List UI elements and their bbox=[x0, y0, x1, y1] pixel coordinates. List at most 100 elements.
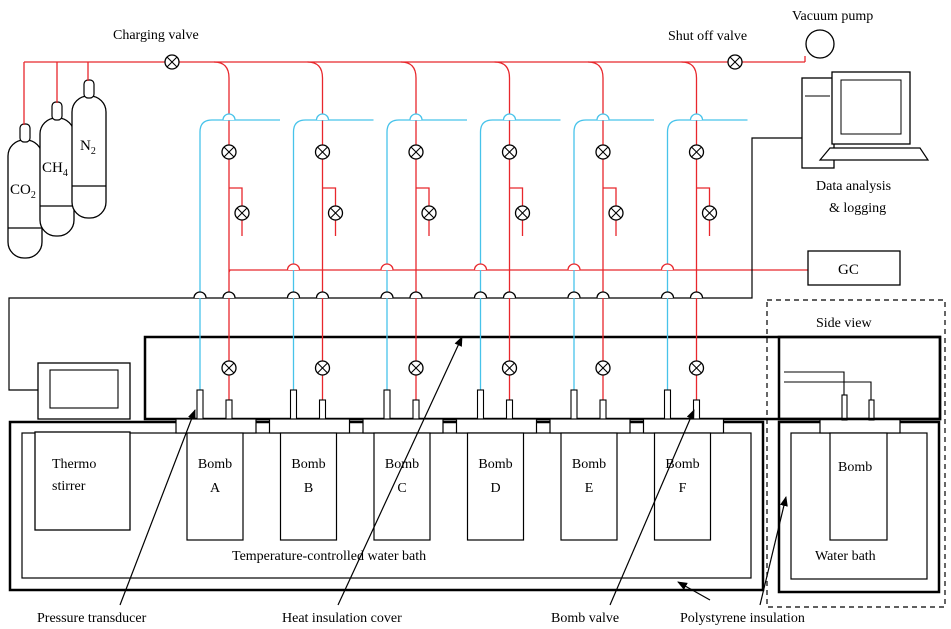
side-view-title: Side view bbox=[816, 316, 872, 331]
bomb-E-flange bbox=[549, 418, 631, 434]
bomb-E-word: Bomb bbox=[572, 457, 606, 472]
cylinder-co2-formula: CO bbox=[10, 182, 31, 198]
bomb-E-body bbox=[560, 432, 618, 541]
vacuum-pump-label: Vacuum pump bbox=[792, 9, 873, 24]
bomb-C-word: Bomb bbox=[385, 457, 419, 472]
bomb-F-upper-valve-icon bbox=[688, 144, 705, 160]
gc-sampling-connections bbox=[286, 263, 675, 271]
bomb-E-pressure-transducer bbox=[570, 389, 578, 421]
cylinder-n2: N2 bbox=[71, 79, 107, 219]
side-insulation-cover bbox=[777, 335, 942, 421]
svg-text:CO2: CO2 bbox=[10, 182, 36, 201]
heat-insulation-cover-label: Heat insulation cover bbox=[282, 611, 402, 626]
svg-text:CH4: CH4 bbox=[42, 160, 68, 179]
bomb-C-upper-valve-icon bbox=[408, 144, 424, 160]
gc-label: GC bbox=[838, 262, 859, 278]
bomb-D-body bbox=[466, 432, 525, 541]
heat-insulation-cover bbox=[143, 335, 942, 421]
bomb-B-flange bbox=[268, 418, 351, 434]
thermo-stirrer-label-2: stirrer bbox=[52, 479, 86, 494]
bomb-F-body bbox=[653, 432, 712, 541]
bomb-E-valve-stem bbox=[599, 399, 607, 421]
gas-cylinders: CO2 CH4 N2 bbox=[7, 79, 107, 259]
bomb-D-letter: D bbox=[490, 481, 500, 496]
side-bomb-label: Bomb bbox=[838, 460, 872, 475]
thermo-stirrer: Thermo stirrer bbox=[34, 362, 131, 531]
bomb-A-flange bbox=[175, 418, 257, 434]
bomb-A-sampling-valve-icon bbox=[234, 205, 250, 221]
thermo-stirrer-body bbox=[34, 431, 131, 531]
arrow-heat-insulation-cover bbox=[337, 336, 463, 606]
bomb-F-letter: F bbox=[679, 481, 687, 496]
data-cable bbox=[8, 137, 802, 391]
arrow-polystyrene-side bbox=[759, 496, 788, 606]
bomb-valve-label: Bomb valve bbox=[551, 611, 619, 626]
bomb-C-valve-icon bbox=[408, 360, 424, 376]
bomb-D-pressure-transducer bbox=[476, 389, 485, 421]
bomb-E-sampling-valve-icon bbox=[608, 205, 624, 221]
arrow-bomb-valve bbox=[609, 409, 695, 606]
bomb-F-sampling-valve-icon bbox=[701, 205, 718, 221]
shut-off-valve-label: Shut off valve bbox=[668, 29, 747, 44]
side-view: Side view Bomb Water bath bbox=[766, 299, 946, 608]
bomb-A-valve-stem bbox=[225, 399, 233, 421]
charging-valve: Charging valve bbox=[113, 28, 199, 70]
cylinder-ch4: CH4 bbox=[39, 101, 75, 237]
bomb-C-pressure-transducer bbox=[383, 389, 391, 421]
gc-box bbox=[807, 250, 901, 286]
bomb-D-valve-icon bbox=[501, 360, 518, 376]
side-bomb-body bbox=[829, 432, 888, 541]
bomb-D-upper-valve-icon bbox=[501, 144, 518, 160]
bomb-A-word: Bomb bbox=[198, 457, 232, 472]
bomb-A-letter: A bbox=[210, 481, 221, 496]
polystyrene-insulation-label: Polystyrene insulation bbox=[680, 611, 805, 626]
bomb-E-letter: E bbox=[585, 481, 594, 496]
svg-text:N2: N2 bbox=[80, 138, 96, 157]
annotation-arrows bbox=[119, 336, 788, 606]
bomb-F-pressure-transducer bbox=[663, 389, 672, 421]
bomb-D-sampling-valve-icon bbox=[514, 205, 531, 221]
bomb-A-pressure-transducer bbox=[196, 389, 204, 421]
pressure-transducer-label: Pressure transducer bbox=[37, 611, 147, 626]
bomb-D-flange bbox=[455, 418, 538, 434]
keyboard bbox=[818, 147, 930, 161]
vacuum-pump: Vacuum pump bbox=[792, 9, 873, 59]
bomb-D-valve-stem bbox=[505, 399, 514, 421]
bomb-B-word: Bomb bbox=[291, 457, 325, 472]
bomb-B-body bbox=[279, 432, 338, 541]
bomb-A-body bbox=[186, 432, 244, 541]
side-bomb-flange bbox=[819, 418, 901, 434]
vacuum-pump-icon bbox=[805, 29, 835, 59]
bomb-C-sampling-valve-icon bbox=[421, 205, 437, 221]
side-water-bath-label: Water bath bbox=[815, 549, 876, 564]
bomb-E-upper-valve-icon bbox=[595, 144, 611, 160]
arrow-pressure-transducer bbox=[119, 409, 196, 606]
arrow-polystyrene-main bbox=[677, 581, 711, 601]
shut-off-valve: Shut off valve bbox=[668, 29, 747, 70]
gas-lines bbox=[23, 56, 811, 273]
cylinder-ch4-formula: CH bbox=[42, 160, 63, 176]
bomb-B-sampling-valve-icon bbox=[327, 205, 344, 221]
bomb-B-pressure-transducer bbox=[289, 389, 298, 421]
bomb-F-valve-icon bbox=[688, 360, 705, 376]
bomb-D-word: Bomb bbox=[478, 457, 512, 472]
bomb-A-upper-valve-icon bbox=[221, 144, 237, 160]
bomb-C-letter: C bbox=[397, 481, 406, 496]
bomb-A-valve-icon bbox=[221, 360, 237, 376]
bomb-F-valve-stem bbox=[692, 399, 701, 421]
charging-valve-label: Charging valve bbox=[113, 28, 199, 43]
bomb-C-valve-stem bbox=[412, 399, 420, 421]
cylinder-co2: CO2 bbox=[7, 123, 43, 259]
bomb-B-valve-icon bbox=[314, 360, 331, 376]
bomb-C-flange bbox=[362, 418, 444, 434]
thermo-stirrer-label-1: Thermo bbox=[52, 457, 96, 472]
data-analysis-label-1: Data analysis bbox=[816, 179, 891, 194]
computer: Data analysis & logging bbox=[801, 71, 930, 216]
water-bath-label: Temperature-controlled water bath bbox=[232, 549, 426, 564]
bomb-E-valve-icon bbox=[595, 360, 611, 376]
